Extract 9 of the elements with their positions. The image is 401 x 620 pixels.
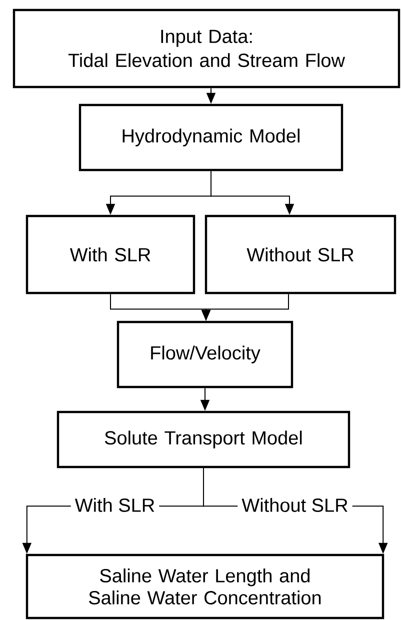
process-box: Solute Transport Model bbox=[56, 410, 350, 468]
process-box: Without SLR bbox=[204, 214, 396, 294]
edge-label: Without SLR bbox=[238, 495, 352, 515]
process-box: With SLR bbox=[26, 214, 196, 294]
process-box: Hydrodynamic Model bbox=[78, 104, 344, 172]
edge-label: With SLR bbox=[70, 495, 160, 515]
process-box: Flow/Velocity bbox=[116, 320, 294, 388]
process-box: Saline Water Length and Saline Water Concentration bbox=[26, 554, 384, 620]
process-box: Input Data: Tidal Elevation and Stream Flow bbox=[12, 8, 400, 88]
